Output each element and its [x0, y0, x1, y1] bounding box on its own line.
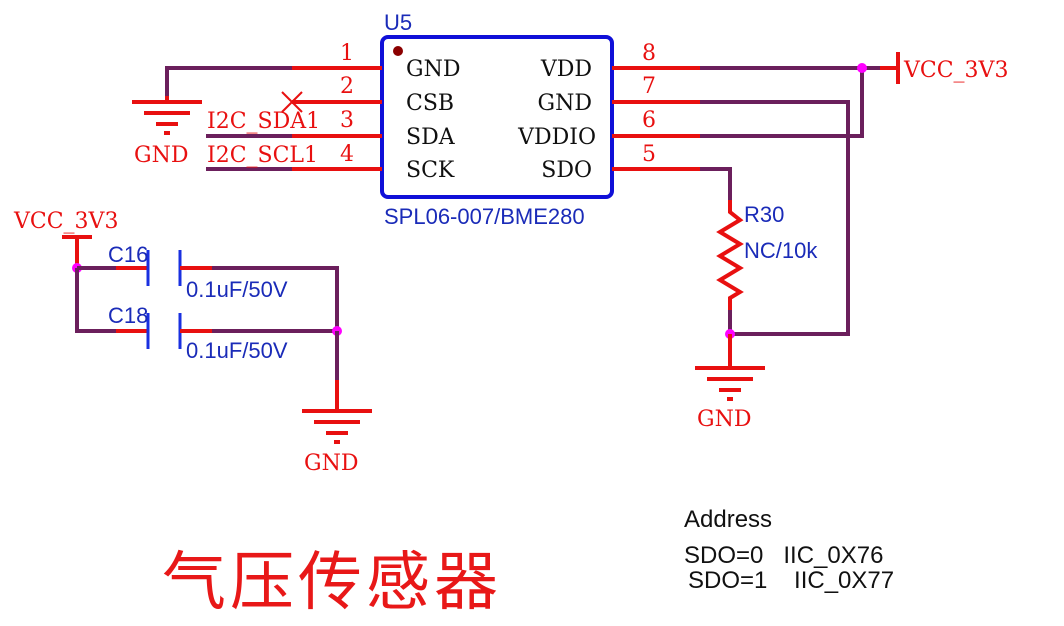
chip-part-number: SPL06-007/BME280	[384, 204, 585, 229]
c18-ref: C18	[108, 303, 148, 328]
pin-number-5: 5	[642, 142, 656, 167]
ground-symbol-resistor	[695, 366, 765, 401]
net-label-sda: I2C_SDA1	[207, 109, 320, 134]
address-line-sdo0: SDO=0 IIC_0X76	[684, 542, 883, 569]
junction-vcc-right	[857, 63, 867, 73]
net-label-gnd-caps: GND	[304, 451, 358, 476]
wire-pin1-gnd	[165, 66, 292, 100]
address-heading: Address	[684, 506, 772, 533]
pin-number-7: 7	[642, 74, 656, 99]
pin-number-3: 3	[340, 108, 354, 133]
resistor-r30[interactable]	[716, 200, 744, 310]
wire-pin7-gnd	[700, 100, 850, 336]
net-label-vcc-left: VCC_3V3	[13, 209, 118, 234]
wire-cap-right-bus	[212, 266, 339, 331]
ground-symbol-caps	[302, 409, 372, 444]
pin-name-vddio: VDDIO	[517, 125, 596, 150]
c16-value: 0.1uF/50V	[186, 277, 288, 302]
pin-name-sda: SDA	[406, 125, 456, 150]
pin-number-6: 6	[642, 108, 656, 133]
c16-ref: C16	[108, 242, 148, 267]
no-connect-mark-2	[281, 91, 303, 113]
pin-name-sck: SCK	[406, 158, 455, 183]
resistor-ref: R30	[744, 202, 784, 227]
chip-designator: U5	[384, 10, 412, 35]
resistor-value: NC/10k	[744, 238, 818, 263]
pin1-marker-dot	[393, 46, 403, 56]
c18-value: 0.1uF/50V	[186, 338, 288, 363]
wire-vcc-left-bus	[75, 268, 116, 333]
ground-symbol-left	[132, 96, 202, 135]
wire-sdo-resistor	[700, 167, 732, 200]
net-label-gnd-resistor: GND	[697, 407, 751, 432]
address-line-sdo1: SDO=1 IIC_0X77	[688, 567, 894, 594]
sheet-title: 气压传感器	[162, 546, 502, 620]
pin-name-vdd: VDD	[540, 57, 592, 82]
pin-number-8: 8	[642, 41, 656, 66]
pin-number-4: 4	[340, 142, 354, 167]
pin-name-csb: CSB	[406, 91, 454, 116]
pin-name-gnd-left: GND	[406, 57, 460, 82]
pin-name-gnd-right: GND	[538, 91, 592, 116]
wire-vddio	[700, 68, 864, 138]
pin-number-2: 2	[340, 74, 354, 99]
chip-body[interactable]	[380, 35, 614, 199]
net-label-gnd-left: GND	[134, 143, 188, 168]
pin-name-sdo: SDO	[541, 158, 592, 183]
net-label-vcc-right: VCC_3V3	[903, 58, 1008, 83]
pin-number-1: 1	[340, 41, 354, 66]
net-label-scl: I2C_SCL1	[207, 143, 318, 168]
